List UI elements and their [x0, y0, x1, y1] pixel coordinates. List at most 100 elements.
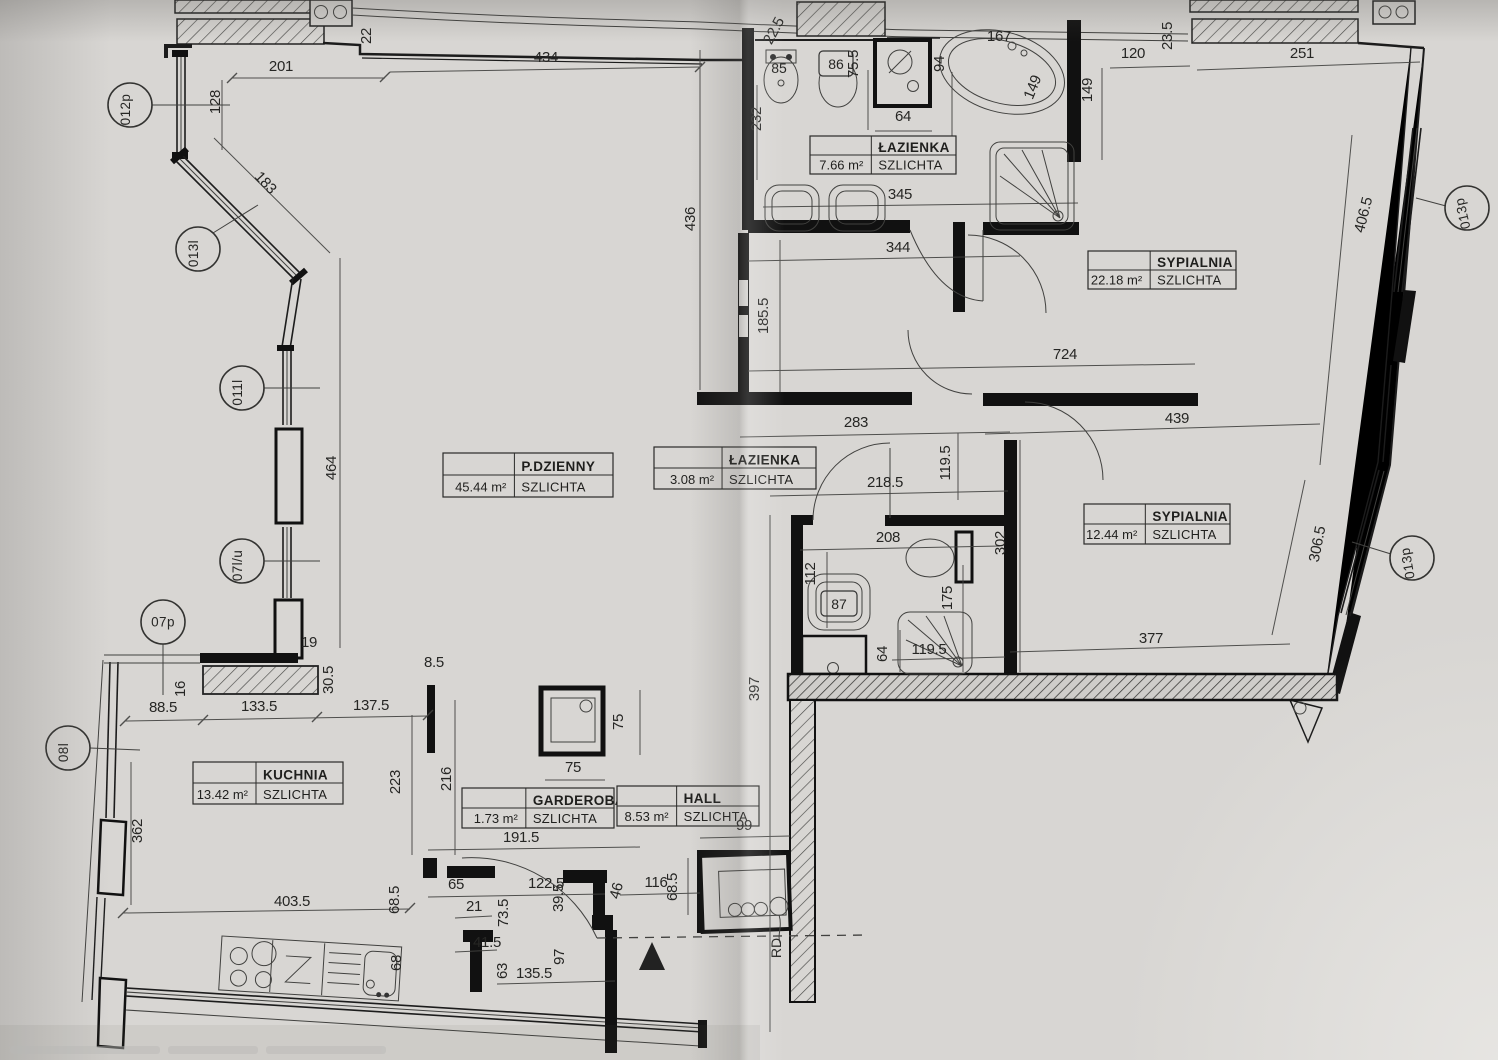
dimension-label: 464 [323, 456, 340, 480]
room-finish: SZLICHTA [878, 158, 942, 173]
dimension-label: 185.5 [755, 298, 772, 334]
dimension-label: 73.5 [495, 899, 512, 927]
dimension-label: 302 [992, 531, 1009, 555]
dimension-label: 345 [888, 186, 912, 203]
dimension-label: 120 [1121, 45, 1145, 62]
dimension-label: 137.5 [353, 697, 389, 714]
dimension-label: 65 [448, 876, 464, 893]
reference-marker-013p: 013p [1351, 535, 1435, 581]
dimension-label: 116 [644, 874, 667, 891]
room-name: ŁAZIENKA [878, 140, 949, 155]
room-name: KUCHNIA [263, 767, 328, 782]
dimension-label: 30.5 [320, 666, 337, 694]
room-area: 22.18 m² [1091, 273, 1143, 288]
dimension-label: 21 [466, 898, 482, 915]
room-finish: SZLICHTA [533, 811, 597, 826]
dimension-label: 135.5 [516, 965, 552, 982]
dimension-label: 434 [534, 49, 558, 66]
room-area: 45.44 m² [455, 479, 507, 494]
dimension-label: 216 [438, 767, 455, 791]
reference-marker-013l: 013l [175, 204, 259, 272]
marker-code: 07p [151, 615, 175, 630]
room-finish: SZLICHTA [1157, 273, 1221, 288]
fixture-label-86: 86 [828, 56, 844, 72]
dimension-label: 22 [358, 28, 375, 44]
dimension-label: 97 [551, 949, 568, 965]
dimension-label: 8.5 [424, 654, 444, 671]
marker-circle [219, 538, 265, 584]
room-name: SYPIALNIA [1152, 509, 1228, 524]
dimension-label: 191.5 [503, 829, 539, 846]
marker-circle [219, 365, 265, 411]
fixture-label-87: 87 [831, 596, 847, 612]
room-finish: SZLICHTA [263, 787, 327, 802]
dimension-label: 128 [207, 90, 224, 114]
room-name: P.DZIENNY [521, 459, 595, 474]
dimension-label: 68.5 [664, 873, 681, 901]
dimension-label: 344 [886, 239, 910, 256]
dimension-label: 41.5 [473, 934, 501, 951]
room-area: 3.08 m² [670, 472, 715, 487]
room-label-garderoba: GARDEROBA 1.73 m² SZLICHTA [461, 787, 625, 829]
room-name: HALL [684, 791, 722, 806]
dimension-label: 94 [931, 56, 948, 72]
dimension-label: 64 [874, 646, 891, 662]
dimension-label: 167 [987, 28, 1011, 45]
room-finish: SZLICHTA [729, 472, 793, 487]
dimension-label: 75 [565, 759, 581, 776]
marker-circle [1444, 185, 1490, 231]
marker-code: 012p [118, 94, 133, 126]
room-label-lazienka-main: ŁAZIENKA 7.66 m² SZLICHTA [809, 135, 957, 175]
dimension-label: 119.5 [937, 446, 954, 481]
dimension-label: 68.5 [386, 886, 403, 914]
room-label-kuchnia: KUCHNIA 13.42 m² SZLICHTA [192, 761, 344, 805]
reference-marker-011l: 011l [219, 365, 320, 411]
entrance-arrow [639, 942, 665, 970]
dimension-label: 23.5 [1159, 22, 1176, 50]
dimension-label: 75.5 [845, 50, 862, 78]
dimension-label: 306.5 [1306, 525, 1330, 564]
marker-leader-line [1415, 197, 1447, 207]
dimension-label: 112 [802, 562, 819, 585]
dimension-label: 362 [129, 819, 146, 843]
dimension-label: 223 [387, 770, 404, 794]
room-name: GARDEROBA [533, 793, 625, 808]
dimension-label: 377 [1139, 630, 1163, 647]
room-label-sypialnia-1: SYPIALNIA 22.18 m² SZLICHTA [1087, 250, 1237, 290]
fixture-label-rd: RD [768, 938, 784, 958]
marker-code: 011l [230, 379, 245, 405]
marker-code: 013p [1397, 546, 1417, 580]
room-area: 7.66 m² [819, 158, 864, 173]
room-name: SYPIALNIA [1157, 255, 1233, 270]
marker-circle [1389, 535, 1435, 581]
room-area: 8.53 m² [625, 809, 670, 824]
reference-marker-013p: 013p [1415, 185, 1490, 231]
room-area: 1.73 m² [474, 811, 519, 826]
room-area: 13.42 m² [197, 787, 249, 802]
dimension-label: 149 [1079, 78, 1096, 102]
room-label-lazienka-small: ŁAZIENKA 3.08 m² SZLICHTA [653, 446, 817, 490]
dimension-label: 75 [610, 714, 627, 730]
fixture-label-85: 85 [771, 60, 787, 76]
marker-leader-line [212, 204, 259, 234]
dimension-label: 122.5 [528, 875, 564, 892]
dimension-label: 119.5 [912, 641, 947, 658]
dimension-label: 232 [748, 107, 765, 131]
room-name: ŁAZIENKA [729, 452, 800, 467]
marker-code: 07l/u [230, 550, 245, 581]
room-area: 12.44 m² [1086, 527, 1138, 542]
dimension-label: 99 [736, 817, 752, 834]
reference-marker-07l/u: 07l/u [219, 538, 320, 584]
dimension-label: 133.5 [241, 698, 277, 715]
reference-marker-012p: 012p [107, 82, 230, 128]
marker-leader-line [1351, 541, 1392, 555]
marker-circle [140, 599, 186, 645]
dimension-label: 68 [388, 955, 405, 971]
dimension-label: 63 [494, 963, 511, 979]
marker-code: 013p [1452, 196, 1474, 230]
dimension-label: 283 [844, 414, 868, 431]
